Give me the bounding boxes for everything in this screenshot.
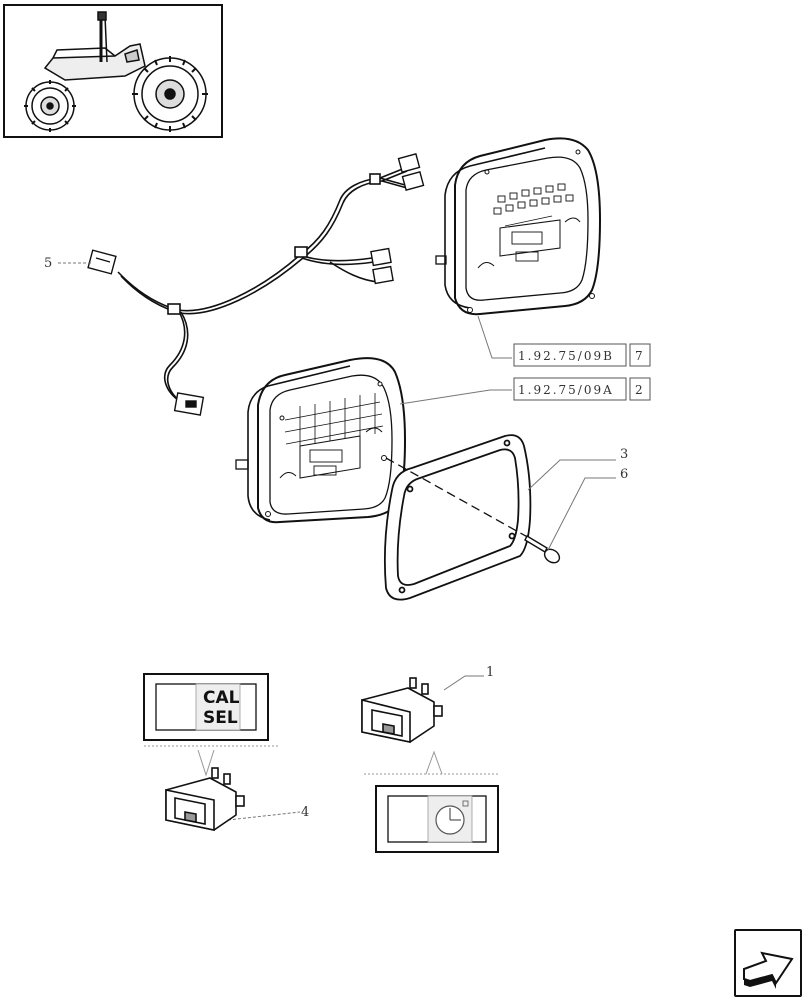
leader-lines	[58, 262, 616, 821]
next-page-arrow-icon	[743, 951, 794, 989]
reference-code: 1.92.75/09A	[518, 383, 614, 397]
callout-5: 5	[44, 256, 52, 271]
reference-box-09a[interactable]: 1.92.75/09A 2	[513, 377, 651, 401]
reference-qty: 2	[635, 383, 645, 397]
next-page-button[interactable]	[734, 929, 802, 997]
callout-6: 6	[620, 467, 628, 482]
label-pointer	[425, 750, 443, 775]
instrument-cluster-lower	[235, 357, 407, 524]
clock-label-panel	[375, 785, 499, 853]
callout-4: 4	[301, 805, 309, 820]
clock-icon	[435, 800, 469, 835]
gasket-frame	[383, 434, 532, 601]
callout-3: 3	[620, 447, 628, 462]
tractor-thumbnail	[3, 4, 223, 138]
wiring-harness	[117, 167, 408, 403]
sel-label: SEL	[203, 708, 238, 728]
assembly-axis-line	[385, 457, 541, 545]
instrument-cluster-upper	[435, 137, 602, 316]
label-pointer	[197, 749, 215, 777]
reference-qty: 7	[635, 349, 645, 363]
cal-label: CAL	[203, 688, 240, 708]
reference-box-09b[interactable]: 1.92.75/09B 7	[513, 343, 651, 367]
harness-connectors	[87, 153, 425, 416]
screw	[524, 535, 561, 564]
reference-code: 1.92.75/09B	[518, 349, 614, 363]
tractor-icon	[24, 11, 208, 132]
rocker-switch-4	[165, 767, 245, 831]
cal-sel-label-panel: CAL SEL	[143, 673, 269, 741]
rocker-switch-1	[361, 677, 443, 743]
callout-1: 1	[486, 665, 494, 680]
